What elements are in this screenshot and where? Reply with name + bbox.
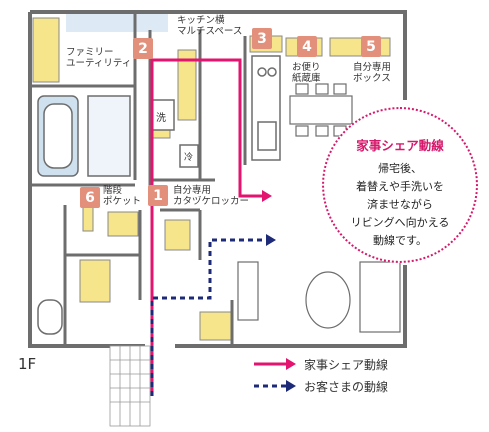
- fridge-label: 冷: [184, 151, 193, 163]
- callout-line: 動線です。: [373, 234, 427, 247]
- entry-steps: [109, 345, 151, 427]
- interior-walls: [30, 14, 247, 346]
- legend-dotted-label: お客さまの動線: [304, 380, 389, 394]
- bath-fixtures: [37, 95, 199, 335]
- hall-strip: [66, 14, 168, 32]
- callout-line: 着替えや手洗いを: [356, 180, 444, 193]
- callout-line: リビングへ向かえる: [350, 216, 450, 229]
- badge-6: 6: [80, 187, 100, 208]
- badge-4: 4: [297, 36, 317, 57]
- badge-1: 1: [148, 185, 168, 206]
- walls: [28, 10, 407, 348]
- family-label: ファミリー ユーティリティ: [66, 47, 132, 69]
- locker-label: 自分専用 カタヅケロッカー: [173, 185, 250, 207]
- callout-title: 家事シェア動線: [356, 138, 444, 153]
- family-route-line: [150, 58, 262, 396]
- box-label: 自分専用 ボックス: [353, 62, 392, 84]
- callout-body: 帰宅後、 着替えや手洗いを 済ませながら リビングへ向かえる 動線です。: [324, 160, 476, 250]
- callout-line: 帰宅後、: [378, 162, 422, 175]
- living-furniture: [237, 261, 401, 333]
- badge-2: 2: [133, 38, 153, 59]
- stair-label: 階段 ポケット: [103, 185, 142, 207]
- floor-label: 1F: [18, 355, 37, 373]
- badge-3: 3: [252, 28, 272, 49]
- guest-route-arrow: [266, 234, 276, 246]
- mail-label: お便り 紙蔵庫: [292, 62, 321, 84]
- callout-line: 済ませながら: [367, 198, 433, 211]
- family-route-arrow: [262, 190, 272, 202]
- legend-dotted-arrow: [286, 380, 296, 392]
- kitchen-counter: [251, 55, 281, 161]
- badge-5: 5: [361, 36, 381, 57]
- callout-circle: 家事シェア動線 帰宅後、 着替えや手洗いを 済ませながら リビングへ向かえる 動…: [322, 107, 478, 263]
- legend-solid-label: 家事シェア動線: [304, 358, 389, 372]
- legend-solid-arrow: [286, 358, 296, 370]
- wash-label: 洗: [156, 112, 166, 124]
- dining-set: [289, 83, 353, 137]
- kitchen-label: キッチン横 マルチスペース: [177, 15, 243, 37]
- guest-route-line: [150, 238, 266, 396]
